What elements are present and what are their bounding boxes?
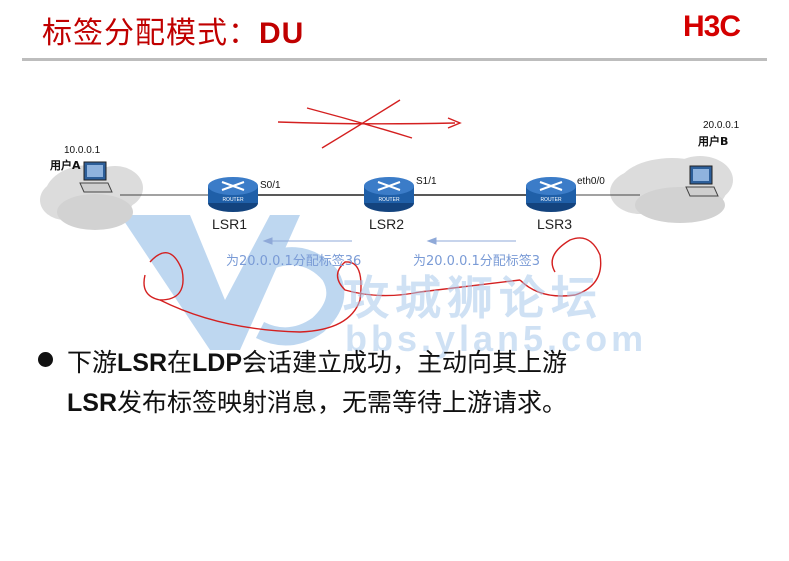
title-divider: [22, 58, 767, 61]
port-lsr2: S1/1: [416, 176, 437, 187]
svg-text:ROUTER: ROUTER: [378, 197, 400, 203]
bullet-dot: [38, 352, 53, 367]
router-icon-lsr2: ROUTER: [364, 177, 414, 212]
arrow-lsr3-to-lsr2: [426, 237, 516, 245]
bullet-l1-c: 在: [167, 348, 193, 377]
user-a-label: 用户A: [50, 159, 81, 172]
bullet-l1-e: 会话建立成功，主动向其上游: [242, 348, 568, 377]
port-lsr1: S0/1: [260, 180, 281, 191]
router-label-lsr3: LSR3: [537, 216, 573, 232]
user-a-ip: 10.0.0.1: [64, 145, 101, 156]
bullet-l1-b: LSR: [117, 349, 168, 377]
title-mode: DU: [259, 17, 305, 50]
page-title: 标签分配模式：DU: [42, 8, 304, 52]
bullet-l2-b: 发布标签映射消息，无需等待上游请求。: [117, 388, 568, 417]
computer-icon-user-b: [685, 165, 719, 197]
bullet-l2-a: LSR: [67, 389, 117, 417]
annotation-label-3: 为20.0.0.1分配标签3: [413, 254, 541, 269]
bullet-text: 下游LSR在LDP会话建立成功，主动向其上游 LSR发布标签映射消息，无需等待上…: [67, 343, 747, 423]
port-lsr3: eth0/0: [577, 176, 605, 187]
watermark-logo-shape: [120, 215, 345, 350]
cloud-left: [40, 165, 143, 230]
watermark-title: 攻城狮论坛: [343, 271, 603, 325]
bullet-l1-d: LDP: [192, 349, 243, 377]
watermark-url: bbs.ylan5.com: [345, 318, 648, 359]
annotation-label-36: 为20.0.0.1分配标签36: [226, 254, 362, 269]
user-b-label: 用户B: [698, 135, 729, 148]
arrow-lsr2-to-lsr1: [262, 237, 352, 245]
svg-text:ROUTER: ROUTER: [222, 197, 244, 203]
router-icon-lsr3: ROUTER: [526, 177, 576, 212]
svg-text:ROUTER: ROUTER: [540, 197, 562, 203]
router-icon-lsr1: ROUTER: [208, 177, 258, 212]
router-label-lsr1: LSR1: [212, 216, 248, 232]
h3c-logo: H3C: [683, 10, 741, 43]
user-b-ip: 20.0.0.1: [703, 120, 740, 131]
title-prefix: 标签分配模式：: [42, 16, 259, 51]
computer-icon-user-a: [79, 161, 113, 193]
bullet-l1-a: 下游: [67, 348, 118, 377]
red-handwritten-scribble: [143, 99, 602, 333]
router-label-lsr2: LSR2: [369, 216, 405, 232]
